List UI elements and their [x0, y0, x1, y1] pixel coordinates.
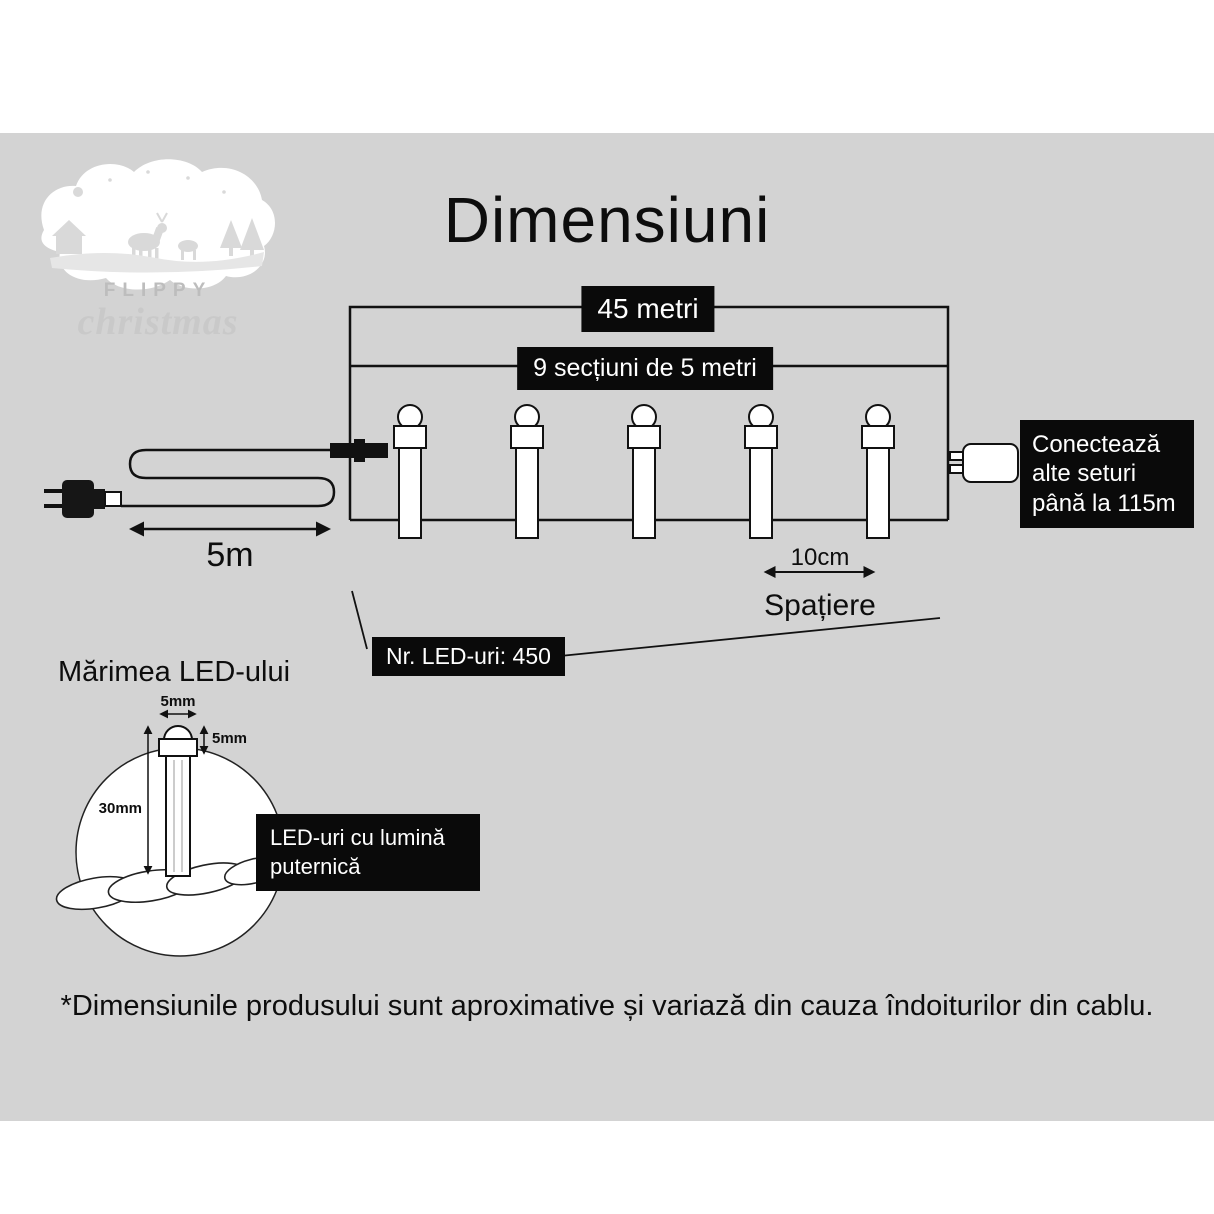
moon-icon [73, 187, 83, 197]
winter-scene-illustration [41, 159, 275, 290]
brand-script: christmas [77, 301, 239, 343]
footnote: *Dimensiunile produsului sunt aproximati… [60, 990, 1154, 1022]
sections-label: 9 secțiuni de 5 metri [517, 347, 773, 390]
page-title: Dimensiuni [443, 184, 771, 256]
led-detail-title: Mărimea LED-ului [58, 656, 291, 688]
lead-length-label: 5m [206, 536, 254, 574]
spacing-label: Spațiere [764, 589, 876, 622]
spacing-value-label: 10cm [790, 544, 850, 571]
house-icon [56, 236, 82, 254]
led-width-label: 5mm [160, 693, 196, 710]
led-length-label: 30mm [98, 800, 142, 817]
brand-logo: FLIPPY christmas [26, 150, 290, 350]
total-length-label: 45 metri [581, 286, 715, 332]
deer-icon [128, 233, 160, 251]
led-count-label: Nr. LED-uri: 450 [372, 637, 565, 676]
brand-name: FLIPPY [103, 280, 213, 301]
connector-note-label: Conectează alte seturi până la 115m [1020, 420, 1194, 528]
led-callout-label: LED-uri cu lumină puternică [256, 814, 480, 892]
tree-icon [240, 218, 264, 250]
tree-icon [220, 220, 242, 248]
led-tip-label: 5mm [212, 730, 248, 747]
